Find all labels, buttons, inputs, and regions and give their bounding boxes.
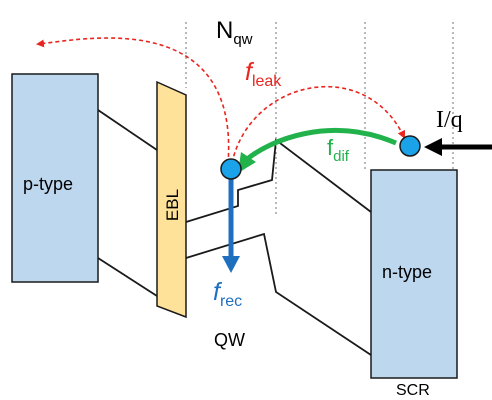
f-dif-label: fdif	[327, 135, 350, 165]
carrier-injected	[399, 135, 421, 157]
valence-band-left	[97, 257, 158, 297]
p-type-label: p-type	[23, 174, 73, 194]
leakage-flow	[36, 37, 406, 165]
p-type-region	[11, 73, 99, 283]
carrier-in-well	[220, 158, 242, 180]
leak-arrow-to-n-side	[231, 85, 406, 164]
leak-arrow-to-p-side	[36, 37, 230, 165]
f-leak-label: fleak	[245, 58, 282, 90]
recombination-arrow	[222, 178, 240, 273]
n-qw-label: Nqw	[216, 17, 253, 48]
n-type-label: n-type	[382, 262, 432, 282]
injection-current-arrow	[424, 138, 492, 156]
n-type-region	[370, 169, 458, 379]
current-label: I/q	[436, 107, 463, 133]
diffusion-arrow	[238, 128, 397, 173]
quantum-well-guide-lines	[185, 22, 454, 215]
f-rec-label: frec	[213, 278, 242, 310]
qw-label: QW	[214, 330, 245, 350]
scr-label: SCR	[396, 382, 430, 399]
ebl-label: EBL	[163, 189, 182, 221]
ebl-barrier	[156, 80, 187, 319]
valence-band-well	[185, 232, 372, 356]
conduction-band-left	[97, 109, 158, 151]
